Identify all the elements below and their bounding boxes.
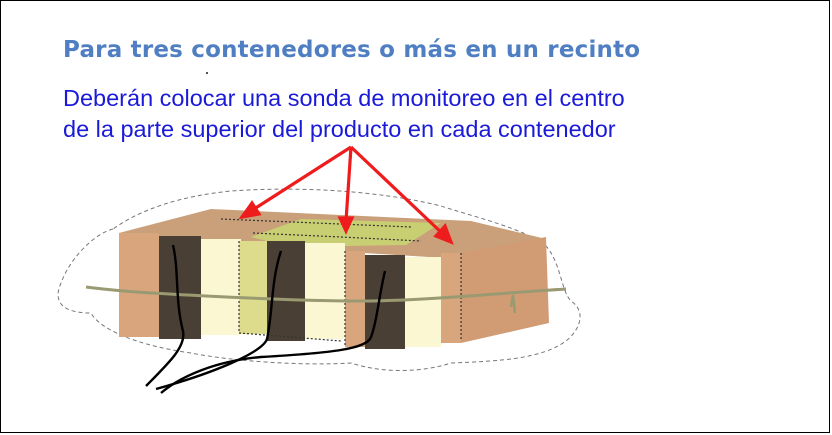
container-left-dark-panel bbox=[159, 236, 201, 339]
container-mid-cream-panel bbox=[305, 243, 345, 339]
container-right-side-face bbox=[461, 237, 549, 343]
instruction-line-1: Deberán colocar una sonda de monitoreo e… bbox=[63, 85, 625, 111]
container-left-tan-panel bbox=[119, 233, 159, 337]
container-left-cream-panel bbox=[201, 239, 241, 335]
slide-title: Para tres contenedores o más en un recin… bbox=[63, 37, 641, 63]
stray-mark bbox=[206, 72, 208, 74]
container-right-cream-panel bbox=[405, 257, 441, 347]
enclosure-dashed-outline bbox=[57, 188, 581, 371]
probe-location-arrows bbox=[238, 145, 454, 245]
probe-cables bbox=[145, 244, 387, 394]
strap-rope bbox=[85, 285, 567, 303]
container-mid-green-panel bbox=[239, 241, 267, 334]
instruction-line-2: de la parte superior del producto en cad… bbox=[63, 116, 616, 142]
container-right-tan-panel bbox=[345, 251, 365, 347]
strap-tie bbox=[509, 294, 517, 314]
